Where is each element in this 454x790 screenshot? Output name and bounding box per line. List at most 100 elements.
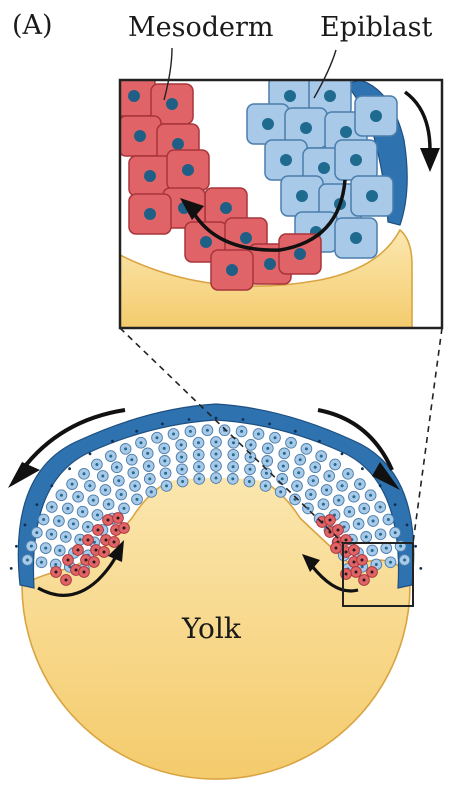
mesoderm-nucleus (329, 519, 332, 522)
inset-epiblast-nucleus (370, 110, 382, 122)
epiblast-nucleus (309, 493, 312, 496)
epiblast-nucleus (215, 453, 218, 456)
epiblast-nucleus (54, 563, 57, 566)
epiblast-nucleus (96, 514, 99, 517)
panel-label: (A) (12, 10, 53, 41)
epiblast-nucleus (83, 472, 86, 475)
epiblast-nucleus (44, 547, 47, 550)
epiblast-nucleus (325, 489, 328, 492)
epiblast-nucleus (357, 522, 360, 525)
epiblast-nucleus (104, 489, 107, 492)
epiblast-nucleus (358, 483, 361, 486)
epiblast-nucleus (136, 498, 139, 501)
epiblast-nucleus (117, 479, 120, 482)
inset-mesoderm-nucleus (134, 130, 146, 142)
epiblast-nucleus (399, 545, 402, 548)
epiblast-nucleus (109, 455, 112, 458)
outer-layer-nucleus (215, 417, 218, 420)
epiblast-nucleus (371, 549, 374, 552)
mesoderm-nucleus (337, 529, 340, 532)
epiblast-nucleus (282, 465, 285, 468)
epiblast-nucleus (88, 484, 91, 487)
mesoderm-nucleus (113, 541, 116, 544)
epiblast-nucleus (198, 477, 201, 480)
epiblast-nucleus (181, 480, 184, 483)
epiblast-nucleus (279, 490, 282, 493)
epiblast-nucleus (180, 443, 183, 446)
epiblast-nucleus (352, 495, 355, 498)
outer-layer-nucleus (419, 567, 422, 570)
epiblast-nucleus (394, 531, 397, 534)
outer-layer-nucleus (111, 440, 114, 443)
embryo-cross-section (8, 404, 422, 779)
epiblast-nucleus (379, 506, 382, 509)
epiblast-nucleus (60, 494, 63, 497)
epiblast-nucleus (215, 465, 218, 468)
inset-mesoderm-nucleus (220, 202, 232, 214)
mesoderm-nucleus (353, 561, 356, 564)
epiblast-nucleus (369, 494, 372, 497)
epiblast-nucleus (164, 472, 167, 475)
epiblast-nucleus (42, 518, 45, 521)
epiblast-nucleus (249, 468, 252, 471)
epiblast-nucleus (347, 472, 350, 475)
inset-epiblast-nucleus (318, 162, 330, 174)
epiblast-nucleus (58, 549, 61, 552)
epiblast-nucleus (40, 561, 43, 564)
epiblast-nucleus (375, 563, 378, 566)
epiblast-nucleus (307, 507, 310, 510)
epiblast-nucleus (30, 545, 33, 548)
epiblast-nucleus (385, 547, 388, 550)
outer-layer-nucleus (379, 484, 382, 487)
epiblast-nucleus (299, 458, 302, 461)
epiblast-nucleus (79, 538, 82, 541)
mesoderm-nucleus (103, 551, 106, 554)
epiblast-nucleus (197, 453, 200, 456)
inset-mesoderm-nucleus (294, 248, 306, 260)
epiblast-nucleus (146, 452, 149, 455)
outer-layer-nucleus (36, 503, 39, 506)
epiblast-nucleus (215, 441, 218, 444)
inset-epiblast-nucleus (262, 118, 274, 130)
epiblast-nucleus (95, 463, 98, 466)
epiblast-nucleus (389, 561, 392, 564)
mesoderm-nucleus (77, 549, 80, 552)
epiblast-nucleus (320, 455, 323, 458)
epiblast-nucleus (281, 477, 284, 480)
epiblast-nucleus (232, 453, 235, 456)
mesoderm-nucleus (345, 573, 348, 576)
epiblast-nucleus (86, 525, 89, 528)
epiblast-nucleus (249, 456, 252, 459)
mesoderm-nucleus (107, 519, 110, 522)
outer-layer-nucleus (24, 524, 27, 527)
outer-layer-nucleus (268, 423, 271, 426)
inset-epiblast-nucleus (350, 232, 362, 244)
outer-layer-nucleus (341, 452, 344, 455)
epiblast-nucleus (77, 495, 80, 498)
epiblast-nucleus (180, 456, 183, 459)
epiblast-nucleus (296, 485, 299, 488)
epiblast-nucleus (92, 499, 95, 502)
epiblast-nucleus (266, 459, 269, 462)
outer-layer-nucleus (414, 545, 417, 548)
yolk-label: Yolk (182, 612, 241, 645)
epiblast-nucleus (341, 484, 344, 487)
epiblast-nucleus (35, 531, 38, 534)
epiblast-nucleus (123, 507, 126, 510)
mesoderm-nucleus (95, 549, 98, 552)
mesoderm-nucleus (65, 579, 68, 582)
epiblast-nucleus (322, 503, 325, 506)
epiblast-nucleus (363, 507, 366, 510)
epiblast-nucleus (150, 490, 153, 493)
epiblast-nucleus (165, 484, 168, 487)
outer-layer-nucleus (406, 524, 409, 527)
inset-epiblast-nucleus (366, 190, 378, 202)
epiblast-nucleus (26, 559, 29, 562)
outer-layer-nucleus (15, 545, 18, 548)
epiblast-nucleus (50, 506, 53, 509)
epiblast-nucleus (305, 447, 308, 450)
epiblast-nucleus (257, 433, 260, 436)
epiblast-nucleus (107, 503, 110, 506)
